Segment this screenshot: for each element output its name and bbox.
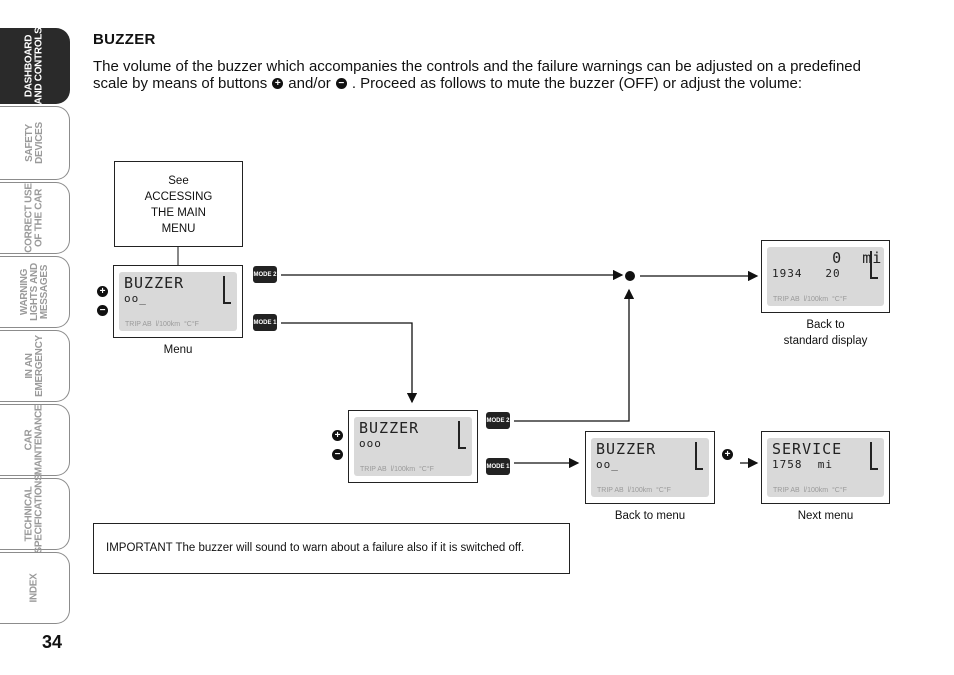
intro-text-2: and/or: [288, 75, 331, 92]
caption-next-menu: Next menu: [797, 510, 854, 522]
caption-back-to-standard: Back to standard display: [783, 319, 868, 347]
lcd-main-text: 0 mi: [772, 249, 883, 267]
lcd-footer: TRIP AB l/100km °C°F: [597, 487, 671, 494]
lcd-footer: TRIP AB l/100km °C°F: [773, 296, 847, 303]
caption-back-to-menu: Back to menu: [614, 510, 686, 522]
standard-display: 0 mi 1934 20 TRIP AB l/100km °C°F: [761, 240, 890, 313]
mode1-button[interactable]: MODE 1: [253, 314, 277, 331]
volume-display: BUZZER ooo TRIP AB l/100km °C°F: [348, 410, 478, 483]
lcd-footer: TRIP AB l/100km °C°F: [360, 466, 434, 473]
lcd-main-text: SERVICE: [772, 440, 843, 458]
level-bar-icon: [870, 251, 878, 279]
lcd-sub-text: 1934 20: [772, 267, 841, 280]
level-bar-icon: [223, 276, 231, 304]
next-menu-display: SERVICE 1758 mi TRIP AB l/100km °C°F: [761, 431, 890, 504]
back-to-menu-display: BUZZER oo_ TRIP AB l/100km °C°F: [585, 431, 715, 504]
mode1-button[interactable]: MODE 1: [486, 458, 510, 475]
menu-display: BUZZER oo_ TRIP AB l/100km °C°F: [113, 265, 243, 338]
arrow-mode1-to-volume: [281, 322, 418, 404]
plus-button[interactable]: +: [332, 430, 343, 441]
tab-car-maintenance[interactable]: CAR MAINTENANCE: [0, 404, 70, 476]
see-line-2: ACCESSING: [144, 191, 213, 203]
level-bar-icon: [870, 442, 878, 470]
lcd-main-text: BUZZER: [596, 440, 657, 458]
level-bar-icon: [458, 421, 466, 449]
plus-button-icon: +: [272, 78, 284, 89]
tab-in-an-emergency[interactable]: IN AN EMERGENCY: [0, 330, 70, 402]
section-heading: BUZZER: [93, 31, 156, 48]
minus-button[interactable]: −: [97, 305, 108, 316]
plus-button[interactable]: +: [97, 286, 108, 297]
lcd-footer: TRIP AB l/100km °C°F: [773, 487, 847, 494]
tab-correct-use[interactable]: CORRECT USE OF THE CAR: [0, 182, 70, 254]
see-line-3: THE MAIN: [151, 207, 206, 219]
mode2-button[interactable]: MODE 2: [486, 412, 510, 429]
see-accessing-main-menu-box: See ACCESSING THE MAIN MENU: [114, 161, 243, 247]
minus-button-icon: −: [335, 78, 347, 89]
lcd-sub-text: ooo: [359, 437, 382, 450]
tab-technical-specifications[interactable]: TECHNICAL SPECIFICATIONS: [0, 475, 70, 553]
minus-button[interactable]: −: [332, 449, 343, 460]
tab-warning-lights[interactable]: WARNING LIGHTS AND MESSAGES: [0, 256, 70, 328]
important-text: The buzzer will sound to warn about a fa…: [175, 542, 525, 554]
page-number: 34: [42, 632, 63, 652]
see-line-1: See: [168, 175, 189, 187]
important-label: IMPORTANT: [106, 542, 173, 554]
arrow-volume-mode2-to-exit: [514, 288, 635, 422]
intro-text-1: The volume of the buzzer which accompani…: [93, 58, 861, 92]
lcd-sub-text: 1758 mi: [772, 458, 833, 471]
tab-safety-devices[interactable]: SAFETY DEVICES: [0, 106, 70, 180]
lcd-sub-text: oo_: [596, 458, 619, 471]
important-note: IMPORTANT The buzzer will sound to warn …: [93, 523, 570, 574]
lcd-footer: TRIP AB l/100km °C°F: [125, 321, 199, 328]
intro-paragraph: The volume of the buzzer which accompani…: [93, 58, 893, 92]
intro-text-3: . Proceed as follows to mute the buzzer …: [351, 75, 803, 92]
lcd-main-text: BUZZER: [124, 274, 185, 292]
lcd-main-text: BUZZER: [359, 419, 420, 437]
tab-index[interactable]: INDEX: [0, 552, 70, 624]
see-line-4: MENU: [161, 223, 196, 235]
lcd-sub-text: oo_: [124, 292, 147, 305]
level-bar-icon: [695, 442, 703, 470]
plus-button[interactable]: +: [722, 449, 733, 460]
mode2-button[interactable]: MODE 2: [253, 266, 277, 283]
tab-dashboard-and-controls[interactable]: DASHBOARD AND CONTROLS: [0, 28, 70, 104]
caption-menu: Menu: [163, 344, 193, 356]
junction-dot: [625, 271, 635, 281]
